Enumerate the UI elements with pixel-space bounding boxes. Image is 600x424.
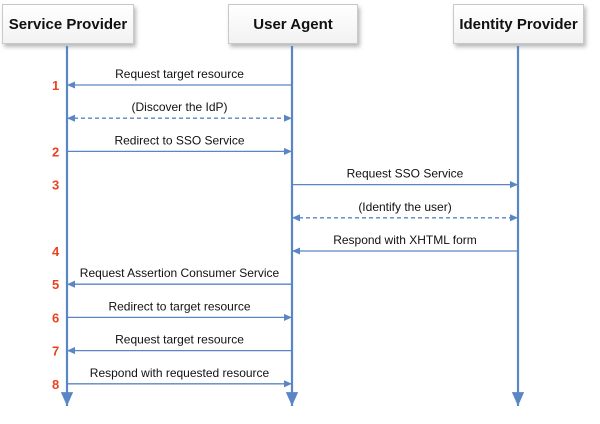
message-label: (Discover the IdP) bbox=[131, 100, 227, 114]
step-number: 3 bbox=[52, 178, 59, 193]
step-number: 2 bbox=[52, 144, 59, 159]
lifelines bbox=[60, 46, 525, 406]
message-label: Redirect to SSO Service bbox=[114, 133, 244, 147]
step-number: 7 bbox=[52, 344, 59, 359]
actor-user-agent: User Agent bbox=[228, 4, 358, 44]
message-label: (Identify the user) bbox=[358, 200, 451, 214]
actor-label: Identity Provider bbox=[459, 15, 578, 33]
message-label: Redirect to target resource bbox=[108, 299, 250, 313]
message-row: (Identify the user) bbox=[292, 200, 518, 222]
message-row: Respond with XHTML form 4 bbox=[52, 233, 518, 259]
actor-label: Service Provider bbox=[8, 15, 128, 33]
actor-service-provider: Service Provider bbox=[2, 4, 134, 44]
message-label: Request target resource bbox=[115, 333, 244, 347]
step-number: 6 bbox=[52, 310, 59, 325]
message-label: Request Assertion Consumer Service bbox=[80, 266, 280, 280]
message-row: Request target resource 7 bbox=[52, 333, 292, 359]
message-row: Request target resource 1 bbox=[52, 67, 292, 93]
message-row: Request Assertion Consumer Service 5 bbox=[52, 266, 292, 292]
message-label: Respond with XHTML form bbox=[333, 233, 477, 247]
messages: Request target resource 1 (Discover the Id… bbox=[52, 67, 518, 392]
message-row: Request SSO Service 3 bbox=[52, 167, 518, 193]
actor-identity-provider: Identity Provider bbox=[453, 4, 584, 44]
step-number: 8 bbox=[52, 377, 59, 392]
step-number: 1 bbox=[52, 78, 59, 93]
message-row: Respond with requested resource 8 bbox=[52, 366, 292, 392]
step-number: 5 bbox=[52, 277, 59, 292]
message-row: Redirect to target resource 6 bbox=[52, 299, 292, 325]
message-row: (Discover the IdP) bbox=[67, 100, 292, 122]
actor-label: User Agent bbox=[253, 15, 333, 33]
message-label: Request target resource bbox=[115, 67, 244, 81]
message-label: Respond with requested resource bbox=[90, 366, 270, 380]
message-label: Request SSO Service bbox=[347, 167, 464, 181]
message-row: Redirect to SSO Service 2 bbox=[52, 133, 292, 159]
step-number: 4 bbox=[52, 244, 60, 259]
